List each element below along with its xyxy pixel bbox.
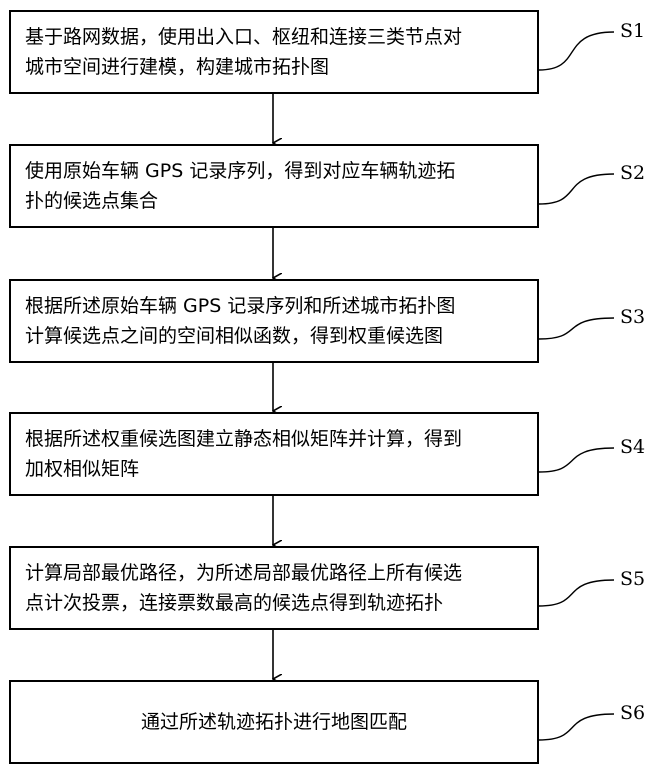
step-text-s6: 通过所述轨迹拓扑进行地图匹配 (140, 711, 407, 733)
step-text-s3: 根据所述原始车辆 GPS 记录序列和所述城市拓扑图 计算候选点之间的空间相似函数… (25, 295, 456, 347)
step-box-s4: 根据所述权重候选图建立静态相似矩阵并计算，得到 加权相似矩阵 (9, 412, 539, 496)
leader-line-s6 (538, 713, 615, 741)
step-box-s1: 基于路网数据，使用出入口、枢纽和连接三类节点对 城市空间进行建模，构建城市拓扑图 (9, 10, 539, 94)
step-label-s2: S2 (620, 162, 646, 184)
step-label-s3: S3 (620, 306, 646, 328)
step-text-s5: 计算局部最优路径，为所述局部最优路径上所有候选 点计次投票，连接票数最高的候选点… (25, 562, 463, 614)
step-box-s6: 通过所述轨迹拓扑进行地图匹配 (9, 680, 539, 764)
leader-line-s1 (538, 31, 615, 71)
step-label-s1: S1 (620, 20, 646, 42)
leader-line-s3 (538, 317, 615, 340)
leader-line-s5 (538, 579, 615, 607)
step-label-s5: S5 (620, 568, 646, 590)
step-box-s3: 根据所述原始车辆 GPS 记录序列和所述城市拓扑图 计算候选点之间的空间相似函数… (9, 279, 539, 363)
leader-line-s4 (538, 447, 615, 473)
step-text-s4: 根据所述权重候选图建立静态相似矩阵并计算，得到 加权相似矩阵 (25, 428, 463, 480)
step-box-s5: 计算局部最优路径，为所述局部最优路径上所有候选 点计次投票，连接票数最高的候选点… (9, 546, 539, 630)
step-box-s2: 使用原始车辆 GPS 记录序列，得到对应车辆轨迹拓 扑的候选点集合 (9, 144, 539, 228)
step-label-s6: S6 (620, 702, 646, 724)
step-text-s2: 使用原始车辆 GPS 记录序列，得到对应车辆轨迹拓 扑的候选点集合 (25, 160, 456, 212)
leader-line-s2 (538, 173, 615, 205)
step-text-s1: 基于路网数据，使用出入口、枢纽和连接三类节点对 城市空间进行建模，构建城市拓扑图 (25, 26, 463, 78)
step-label-s4: S4 (620, 436, 646, 458)
